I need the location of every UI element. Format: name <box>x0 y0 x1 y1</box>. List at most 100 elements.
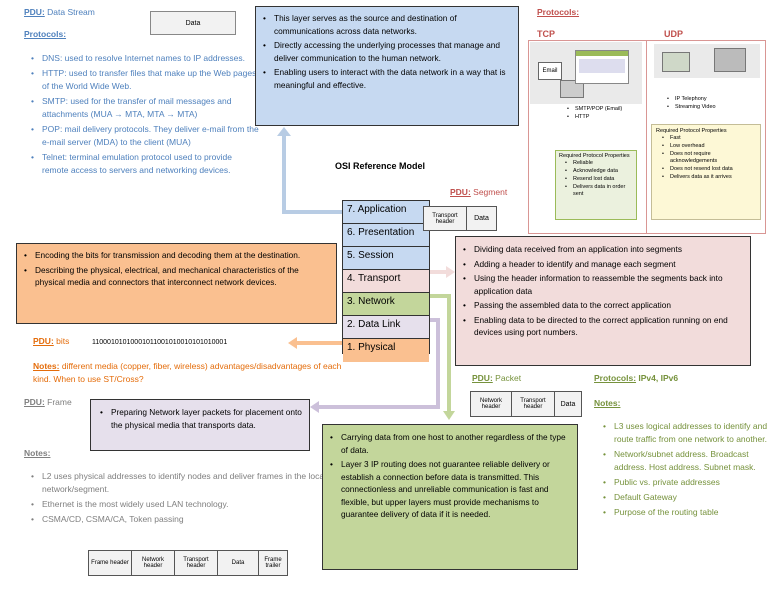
transport-item: Using the header information to reassemb… <box>463 272 744 297</box>
segment-pdu-value: Segment <box>473 187 508 197</box>
udp-label: UDP <box>664 29 684 39</box>
packet-diagram: Network header Transport header Data <box>470 391 582 417</box>
email-icon: Email <box>538 62 562 80</box>
segment-pdu-label: PDU: <box>450 187 471 197</box>
physical-list: Encoding the bits for transmission and d… <box>21 249 330 289</box>
datalink-note: L2 uses physical addresses to identify n… <box>31 470 332 496</box>
osi-layer-network: 3. Network <box>343 293 429 316</box>
application-item: This layer serves as the source and dest… <box>263 12 512 37</box>
udp-app: Streaming Video <box>667 104 715 111</box>
udp-props-title: Required Protocol Properties <box>656 128 727 134</box>
physical-pdu: PDU: bits <box>33 335 69 348</box>
phone-icon <box>662 52 690 72</box>
arrow-application-head <box>277 127 291 136</box>
network-box: Carrying data from one host to another r… <box>322 424 578 570</box>
arrow-application <box>282 134 342 214</box>
osi-layer-physical: 1. Physical <box>343 339 429 362</box>
app-data-box: Data <box>150 11 236 35</box>
datalink-notes: L2 uses physical addresses to identify n… <box>28 470 332 528</box>
arrow-network <box>430 294 451 412</box>
udp-app: IP Telephony <box>667 96 716 103</box>
network-pdu: PDU: Packet <box>472 372 521 385</box>
osi-layer-application: 7. Application <box>343 201 429 224</box>
udp-properties: Required Protocol Properties Fast Low ov… <box>651 124 761 220</box>
physical-notes: Notes: different media (copper, fiber, w… <box>33 360 343 386</box>
transport-item: Passing the assembled data to the correc… <box>463 299 744 312</box>
udp-prop: Delivers data as it arrives <box>662 174 756 181</box>
network-note: Network/subnet address. Broadcast addres… <box>603 448 768 474</box>
osi-layer-datalink: 2. Data Link <box>343 316 429 339</box>
network-protocols: Protocols: IPv4, IPv6 <box>594 372 678 385</box>
osi-layer-presentation: 6. Presentation <box>343 224 429 247</box>
tcp-app: SMTP/POP (Email) <box>567 106 622 113</box>
transport-box: Dividing data received from an applicati… <box>455 236 751 366</box>
segment-header-cell: Transport header <box>424 207 467 230</box>
app-pdu-value: Data Stream <box>47 7 95 17</box>
protocol-smtp: SMTP: used for the transfer of mail mess… <box>31 95 260 121</box>
datalink-note: CSMA/CD, CSMA/CA, Token passing <box>31 513 332 526</box>
network-pdu-value: Packet <box>495 373 522 383</box>
arrow-transport-head <box>446 266 455 278</box>
segment-pdu: PDU: Segment <box>450 186 507 199</box>
datalink-list: Preparing Network layer packets for plac… <box>97 406 303 431</box>
transport-item: Dividing data received from an applicati… <box>463 243 744 256</box>
transport-list: Dividing data received from an applicati… <box>460 243 744 339</box>
physical-notes-label: Notes: <box>33 361 60 371</box>
udp-prop: Fast <box>662 135 756 142</box>
network-item: Carrying data from one host to another r… <box>330 431 571 456</box>
packet-transport-header-cell: Transport header <box>512 392 555 416</box>
tcp-illustration: Email <box>530 42 642 104</box>
tcp-props-title: Required Protocol Properties <box>559 153 630 159</box>
segment-diagram: Transport header Data <box>423 206 497 231</box>
datalink-item: Preparing Network layer packets for plac… <box>100 406 303 431</box>
tcp-prop: Resend lost data <box>565 176 633 183</box>
network-notes: L3 uses logical addresses to identify an… <box>600 420 768 521</box>
datalink-pdu: PDU: Frame <box>24 396 72 409</box>
frame-header-cell: Frame header <box>89 551 132 575</box>
udp-apps: IP Telephony Streaming Video <box>666 96 716 112</box>
udp-props-list: Fast Low overhead Does not require ackno… <box>656 135 756 181</box>
application-box: This layer serves as the source and dest… <box>255 6 519 126</box>
application-item: Enabling users to interact with the data… <box>263 66 512 91</box>
protocol-telnet: Telnet: terminal emulation protocol used… <box>31 151 260 177</box>
arrow-datalink <box>318 318 440 409</box>
osi-layer-transport: 4. Transport <box>343 270 429 293</box>
tcp-prop: Reliable <box>565 160 633 167</box>
network-pdu-label: PDU: <box>472 373 493 383</box>
tcp-app: HTTP <box>567 114 622 121</box>
network-protocols-value: IPv4, IPv6 <box>638 373 679 383</box>
datalink-notes-title: Notes: <box>24 448 51 458</box>
datalink-note: Ethernet is the most widely used LAN tec… <box>31 498 332 511</box>
tcp-label: TCP <box>537 29 555 39</box>
physical-box: Encoding the bits for transmission and d… <box>16 243 337 324</box>
application-list: This layer serves as the source and dest… <box>260 12 512 91</box>
osi-stack: 7. Application 6. Presentation 5. Sessio… <box>342 200 430 362</box>
packet-data-cell: Data <box>560 400 576 408</box>
datalink-pdu-label: PDU: <box>24 397 45 407</box>
udp-prop: Does not resend lost data <box>662 166 756 173</box>
frame-transport-header-cell: Transport header <box>175 551 218 575</box>
web-page-icon <box>575 50 629 84</box>
network-notes-title: Notes: <box>594 398 621 408</box>
packet-network-header-cell: Network header <box>471 392 512 416</box>
physical-pdu-label: PDU: <box>33 336 54 346</box>
udp-prop: Low overhead <box>662 143 756 150</box>
frame-data-cell: Data <box>218 551 259 575</box>
app-pdu: PDU: Data Stream <box>24 6 95 19</box>
network-note: Public vs. private addresses <box>603 476 768 489</box>
arrow-network-head <box>443 411 455 420</box>
tcp-prop: Acknowledge data <box>565 168 633 175</box>
app-protocols-title: Protocols: <box>24 29 67 39</box>
transport-item: Enabling data to be directed to the corr… <box>463 314 744 339</box>
tcp-prop: Delivers data in order sent <box>565 184 633 198</box>
app-protocols-list: DNS: used to resolve Internet names to I… <box>28 52 260 179</box>
network-note: L3 uses logical addresses to identify an… <box>603 420 768 446</box>
network-list: Carrying data from one host to another r… <box>327 431 571 521</box>
udp-illustration <box>654 44 760 78</box>
arrow-datalink-head <box>310 401 319 413</box>
udp-prop: Does not require acknowledgements <box>662 151 756 165</box>
physical-pdu-value: bits <box>56 336 70 346</box>
physical-bits: 11000101010001011001010010101010001 <box>92 339 228 346</box>
network-protocols-label: Protocols: <box>594 373 637 383</box>
